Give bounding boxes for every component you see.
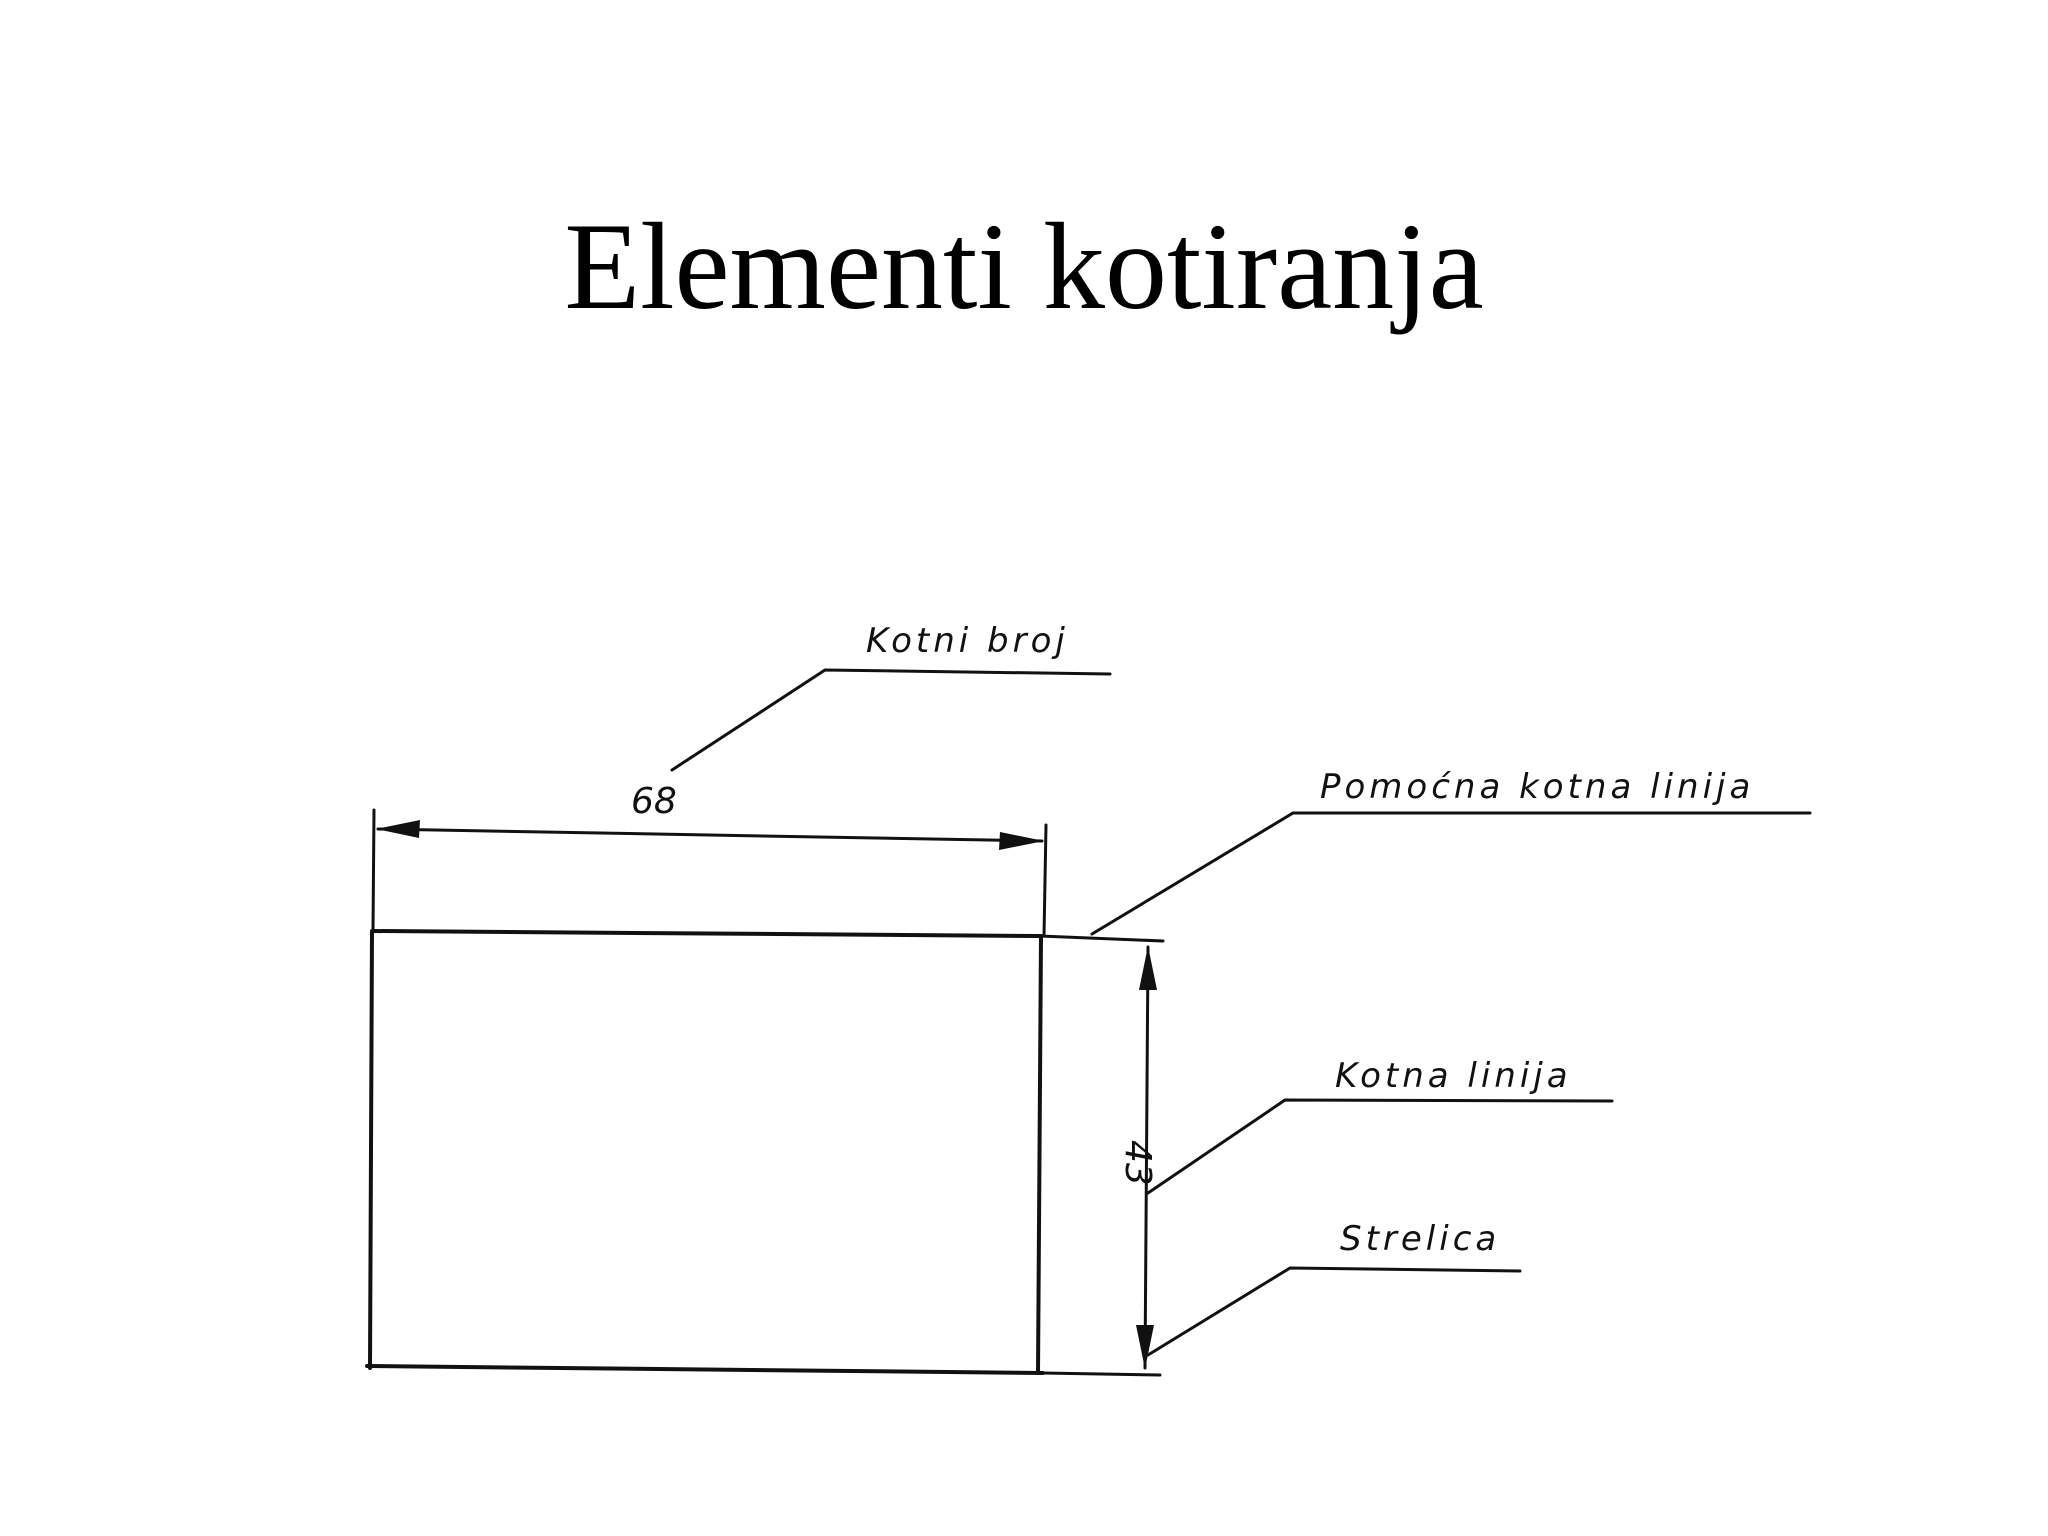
label-pomocna-kotna-linija: Pomoćna kotna linija xyxy=(1320,767,1754,807)
leader-pomocna-kotna-linija xyxy=(1090,811,1812,936)
leader-lines xyxy=(670,668,1812,1357)
leader-kotna-linija xyxy=(1146,1098,1614,1195)
bottom-arrowhead xyxy=(1136,1325,1154,1369)
dimension-value-43: 43 xyxy=(1117,1140,1158,1186)
vertical-dimension-line xyxy=(1136,945,1157,1370)
slide-title: Elementi kotiranja xyxy=(564,198,1484,335)
right-arrowhead xyxy=(999,832,1044,850)
top-arrowhead xyxy=(1139,946,1157,990)
part-outline xyxy=(365,929,1045,1375)
horizontal-dimension-line xyxy=(376,820,1044,850)
leader-kotni-broj xyxy=(670,668,1112,772)
leader-strelica xyxy=(1146,1266,1522,1357)
label-kotna-linija: Kotna linija xyxy=(1335,1056,1572,1096)
left-arrowhead xyxy=(376,820,420,838)
label-strelica: Strelica xyxy=(1340,1219,1500,1259)
extension-lines xyxy=(371,808,1165,1377)
dimension-value-68: 68 xyxy=(631,781,677,822)
label-kotni-broj: Kotni broj xyxy=(866,621,1069,661)
